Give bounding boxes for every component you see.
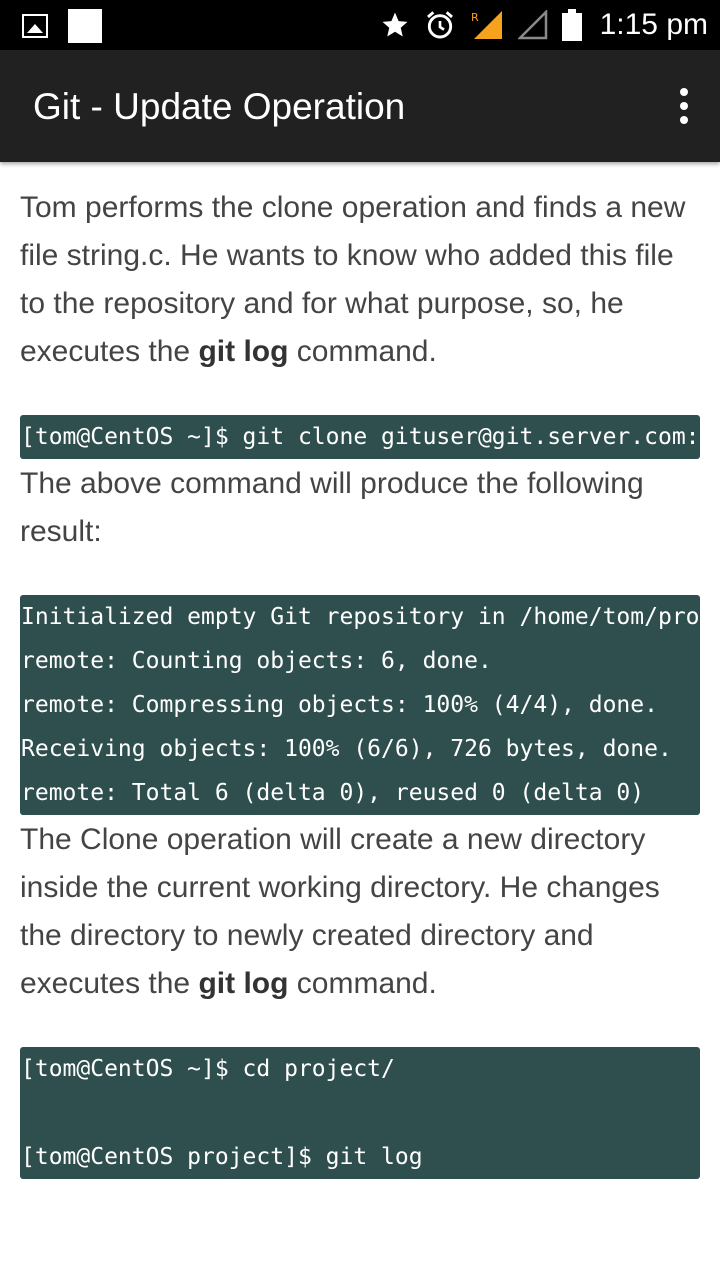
inline-command: git log xyxy=(198,335,289,368)
status-time: 1:15 pm xyxy=(599,8,708,41)
paragraph-text: command. xyxy=(288,335,437,368)
code-line: [tom@CentOS ~]$ git clone gituser@git.se… xyxy=(21,424,700,450)
star-icon xyxy=(382,12,408,37)
status-bar: R 1:15 pm xyxy=(0,0,720,50)
paragraph-clone: The Clone operation will create a new di… xyxy=(20,816,700,1008)
more-vert-icon[interactable] xyxy=(676,88,692,124)
notification-square-icon xyxy=(68,9,102,43)
battery-icon xyxy=(561,9,582,41)
code-line: remote: Counting objects: 6, done. xyxy=(21,648,492,674)
paragraph-text: Tom performs the clone operation and fin… xyxy=(20,191,694,368)
code-line: Receiving objects: 100% (6/6), 726 bytes… xyxy=(21,736,672,762)
paragraph-text: The Clone operation will create a new di… xyxy=(20,823,669,1000)
page-title: Git - Update Operation xyxy=(33,86,406,127)
code-block-log[interactable]: [tom@CentOS ~]$ cd project/ [tom@CentOS … xyxy=(20,1047,700,1179)
tutorial-content: Tom performs the clone operation and fin… xyxy=(0,162,720,1280)
code-block-output[interactable]: Initialized empty Git repository in /hom… xyxy=(20,595,700,815)
inline-command: git log xyxy=(198,967,289,1000)
code-line: remote: Compressing objects: 100% (4/4),… xyxy=(21,692,658,718)
signal-empty-icon xyxy=(517,10,547,40)
svg-text:R: R xyxy=(471,11,479,24)
code-line: [tom@CentOS project]$ git log xyxy=(21,1144,423,1170)
code-block-clone[interactable]: [tom@CentOS ~]$ git clone gituser@git.se… xyxy=(20,415,700,459)
code-line: Initialized empty Git repository in /hom… xyxy=(21,604,700,630)
paragraph-intro: Tom performs the clone operation and fin… xyxy=(20,184,700,376)
signal-roaming-icon: R xyxy=(471,11,502,39)
paragraph-result: The above command will produce the follo… xyxy=(20,467,653,548)
code-line: remote: Total 6 (delta 0), reused 0 (del… xyxy=(21,780,645,806)
alarm-icon xyxy=(426,11,453,39)
code-line: [tom@CentOS ~]$ cd project/ xyxy=(21,1056,395,1082)
code-line xyxy=(20,1091,700,1135)
app-bar: Git - Update Operation xyxy=(0,50,720,162)
paragraph-text: command. xyxy=(288,967,437,1000)
gallery-icon xyxy=(22,14,48,38)
